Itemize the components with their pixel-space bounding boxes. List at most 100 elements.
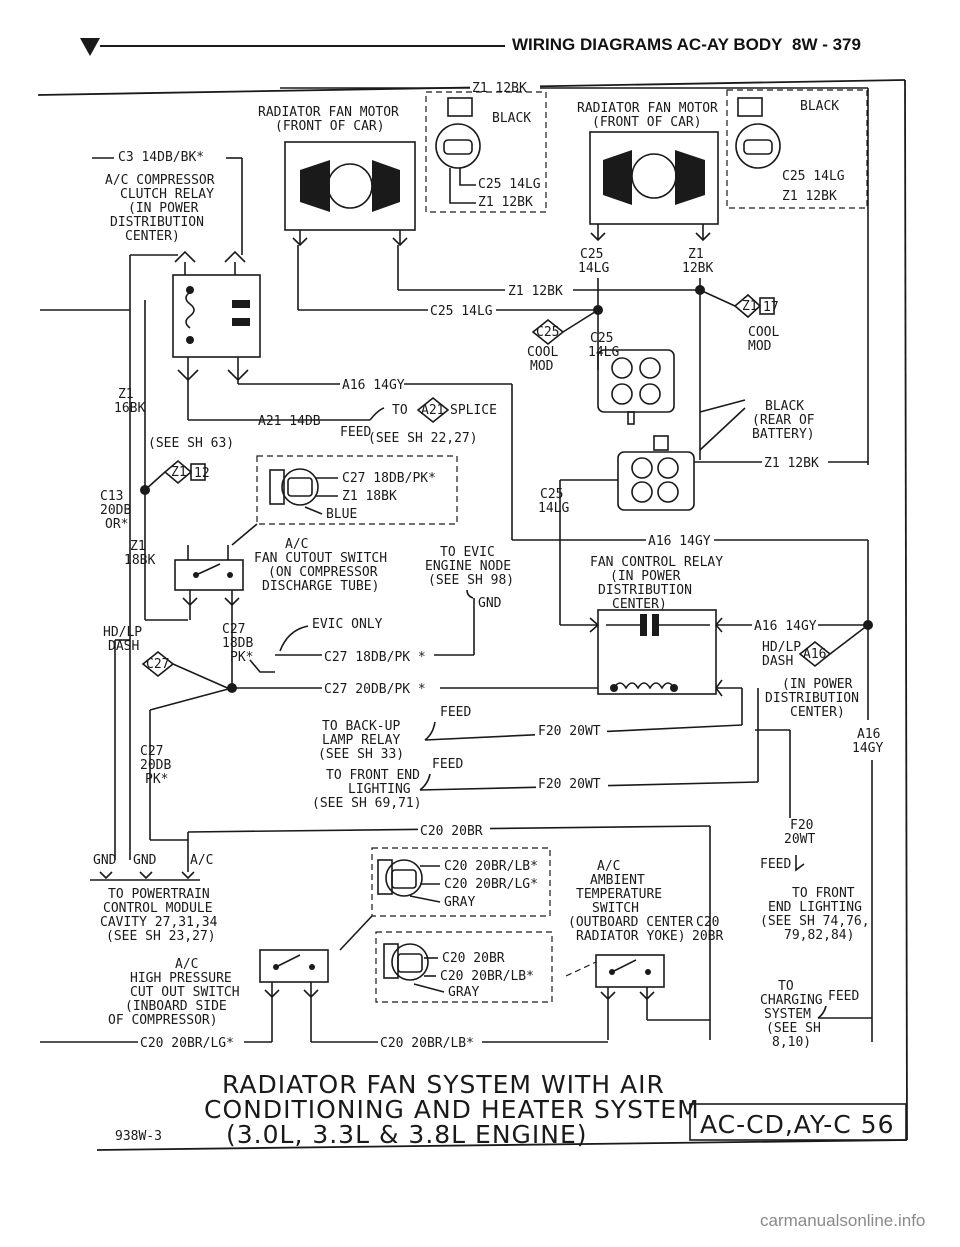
splice-a21-see: (SEE SH 22,27): [368, 431, 478, 446]
conn-c20b-line-2: C20 20BR/LB*: [440, 969, 534, 984]
title-line-3: (3.0L, 3.3L & 3.8L ENGINE): [226, 1120, 588, 1149]
ambient-label-3: TEMPERATURE: [576, 887, 662, 902]
high-pressure-switch: A/C HIGH PRESSURE CUT OUT SWITCH (INBOAR…: [40, 949, 608, 1051]
wire-z1-rear-label: Z1 12BK: [764, 456, 819, 471]
cool-mod-left-1: COOL: [527, 345, 558, 360]
wire-z1-mid-label: Z1 12BK: [508, 284, 563, 299]
title-line-2: CONDITIONING AND HEATER SYSTEM: [204, 1095, 700, 1124]
wire-c25-mod-label: C25: [590, 331, 613, 346]
splice-z1-17: 17: [763, 300, 779, 315]
wire-c20-mid-b: 20BR: [692, 929, 723, 944]
wire-f20-front-label: F20 20WT: [538, 777, 601, 792]
wire-c27-20db-line: C27 20DB/PK *: [324, 682, 426, 697]
evic-gnd: GND: [478, 596, 502, 611]
see-sh63: (SEE SH 63): [148, 436, 234, 451]
cool-mod-left-2: MOD: [530, 359, 554, 374]
hi-press-label-3: CUT OUT SWITCH: [130, 985, 240, 1000]
wire-c27-20db-a: C27: [140, 744, 163, 759]
charging-label-5: 8,10): [772, 1035, 811, 1050]
splice-z1-12: 12: [194, 466, 210, 481]
pcm-label-4: (SEE SH 23,27): [106, 929, 216, 944]
conn-c20a: C20 20BR/LB* C20 20BR/LG* GRAY: [339, 847, 551, 951]
fan-motor-right-label-2: (FRONT OF CAR): [592, 115, 702, 130]
evic-engine-node: TO EVIC ENGINE NODE (SEE SH 98) GND EVIC…: [279, 545, 514, 655]
fan-relay-label-3: DISTRIBUTION: [598, 583, 692, 598]
ambient-label-6: RADIATOR YOKE): [576, 929, 686, 944]
fan-cutout-label-3: (ON COMPRESSOR: [268, 565, 378, 580]
conn-c27-line-1: C27 18DB/PK*: [342, 471, 436, 486]
wire-c13-b: 20DB: [100, 503, 131, 518]
wire-z1-top: Z1 12BK: [280, 78, 869, 465]
wire-c13-a: C13: [100, 489, 123, 504]
splice-a21-tag: A21: [421, 403, 444, 418]
fan-motor-left-label-2: (FRONT OF CAR): [275, 119, 385, 134]
fan-cutout-switch: A/C FAN CUTOUT SWITCH (ON COMPRESSOR DIS…: [174, 523, 387, 690]
pcm-gnd-1: GND: [93, 853, 117, 868]
evic-label-3: (SEE SH 98): [428, 573, 514, 588]
ambient-temp-switch: A/C AMBIENT TEMPERATURE SWITCH (OUTBOARD…: [565, 859, 723, 1040]
ambient-label-2: AMBIENT: [590, 873, 645, 888]
front-end-label-1: TO FRONT END: [326, 768, 420, 783]
watermark: carmanualsonline.info: [760, 1211, 925, 1230]
rear-batt-3: BATTERY): [752, 427, 815, 442]
wire-c27-18db-line: C27 18DB/PK *: [324, 650, 426, 665]
wire-c25-right-gauge: 14LG: [578, 261, 609, 276]
cool-mod-right-1: COOL: [748, 325, 779, 340]
ac-relay-label-1: A/C COMPRESSOR: [105, 173, 215, 188]
wire-c20-bot-lb-label: C20 20BR/LB*: [380, 1036, 474, 1051]
splice-a16-tag: A16: [803, 647, 826, 662]
wire-c3-label: C3 14DB/BK*: [118, 150, 204, 165]
frame-bottom: [96, 1139, 908, 1151]
wire-a16-r-a: A16: [857, 727, 880, 742]
ambient-label-4: SWITCH: [592, 901, 639, 916]
ac-relay-label-2: CLUTCH RELAY: [120, 187, 214, 202]
page-header: WIRING DIAGRAMS AC-AY BODY 8W - 379: [80, 35, 861, 56]
header-triangle: [80, 38, 100, 56]
conn-c20a-line-2: C20 20BR/LG*: [444, 877, 538, 892]
wire-c27-20db-c: PK*: [145, 772, 168, 787]
charging-label-3: SYSTEM: [764, 1007, 811, 1022]
wire-a16-r-b: 14GY: [852, 741, 883, 756]
wire-a16-mid-label: A16 14GY: [648, 534, 711, 549]
conn-c20a-line-3: GRAY: [444, 895, 475, 910]
front-end-label-2: LIGHTING: [348, 782, 411, 797]
wire-z1-top-label: Z1 12BK: [472, 81, 527, 96]
wire-c20-top-label: C20 20BR: [420, 824, 483, 839]
pcm-grounds: GND GND A/C TO POWERTRAIN CONTROL MODULE…: [90, 639, 218, 944]
fan-motor-left: RADIATOR FAN MOTOR (FRONT OF CAR) BLACK …: [258, 91, 547, 310]
front-light-feed: FEED: [760, 857, 791, 872]
wire-c25-right-label: C25: [580, 247, 603, 262]
evic-label-1: TO EVIC: [440, 545, 495, 560]
wire-z1-right-label: Z1: [688, 247, 704, 262]
hi-press-label-5: OF COMPRESSOR): [108, 1013, 218, 1028]
wire-c25-low-label: C25: [540, 487, 563, 502]
fan-motor-right-pin-2: Z1 12BK: [782, 189, 837, 204]
charging-feed: FEED: [828, 989, 859, 1004]
conn-c27: C27 18DB/PK* Z1 18BK BLUE: [256, 455, 458, 525]
charging-system: TO CHARGING FEED SYSTEM (SEE SH 8,10): [760, 979, 872, 1050]
wire-c25-low-gauge: 14LG: [538, 501, 569, 516]
splice-c27-tag: C27: [146, 657, 169, 672]
fan-cutout-label-4: DISCHARGE TUBE): [262, 579, 379, 594]
front-end-label-3: (SEE SH 69,71): [312, 796, 422, 811]
wire-c25-mid-label: C25 14LG: [430, 304, 493, 319]
pcm-label-3: CAVITY 27,31,34: [100, 915, 218, 930]
fan-motor-right-label-1: RADIATOR FAN MOTOR: [577, 101, 718, 116]
wire-c27-18db-a: C27: [222, 622, 245, 637]
splice-z1-17-left: Z1: [742, 299, 758, 314]
title-line-1: RADIATOR FAN SYSTEM WITH AIR: [222, 1070, 665, 1099]
pcm-label-1: TO POWERTRAIN: [108, 887, 210, 902]
fan-relay-label-1: FAN CONTROL RELAY: [590, 555, 723, 570]
hdlp-right-2: DASH: [762, 654, 793, 669]
backup-label-3: (SEE SH 33): [318, 747, 404, 762]
frame-right: [904, 79, 908, 1141]
title-block: RADIATOR FAN SYSTEM WITH AIR CONDITIONIN…: [115, 1070, 907, 1149]
conn-c20a-line-1: C20 20BR/LB*: [444, 859, 538, 874]
wire-z1-18bk-a: Z1: [130, 539, 146, 554]
conn-c20b-line-3: GRAY: [448, 985, 479, 1000]
charging-label-4: (SEE SH: [766, 1021, 821, 1036]
wire-z1-18bk-b: 18BK: [124, 553, 155, 568]
ac-relay-label-3: (IN POWER: [128, 201, 199, 216]
backup-label-1: TO BACK-UP: [322, 719, 400, 734]
splice-a21-splice: SPLICE: [450, 403, 497, 418]
